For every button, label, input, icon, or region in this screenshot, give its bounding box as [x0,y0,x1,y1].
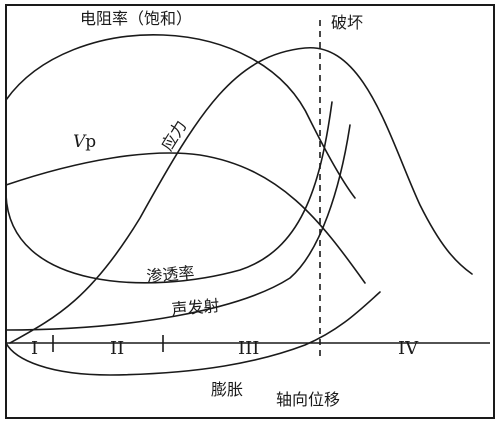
axial-displacement-label: 轴向位移 [276,390,340,409]
acoustic-emission-curve [5,124,351,331]
diagram-frame [5,4,495,419]
stress-curve [9,47,473,344]
stage-label-4: IV [398,338,419,359]
resistivity-label: 电阻率（饱和） [80,9,192,28]
dilatancy-label: 膨胀 [211,380,243,399]
failure-label: 破坏 [331,13,363,32]
stage-label-1: I [31,338,38,359]
dilatancy-curve [5,291,381,376]
permeability-label: 渗透率 [146,263,195,286]
vp-letter: V [73,132,87,152]
stress-label: 应力 [157,117,190,154]
stage-label-2: II [110,338,124,359]
vp-subscript: p [85,132,96,152]
permeability-curve [5,101,333,284]
acoustic-emission-label: 声发射 [171,296,220,319]
stage-label-3: III [238,338,259,359]
vp-label: Vp [73,132,96,152]
resistivity-curve [5,34,356,199]
